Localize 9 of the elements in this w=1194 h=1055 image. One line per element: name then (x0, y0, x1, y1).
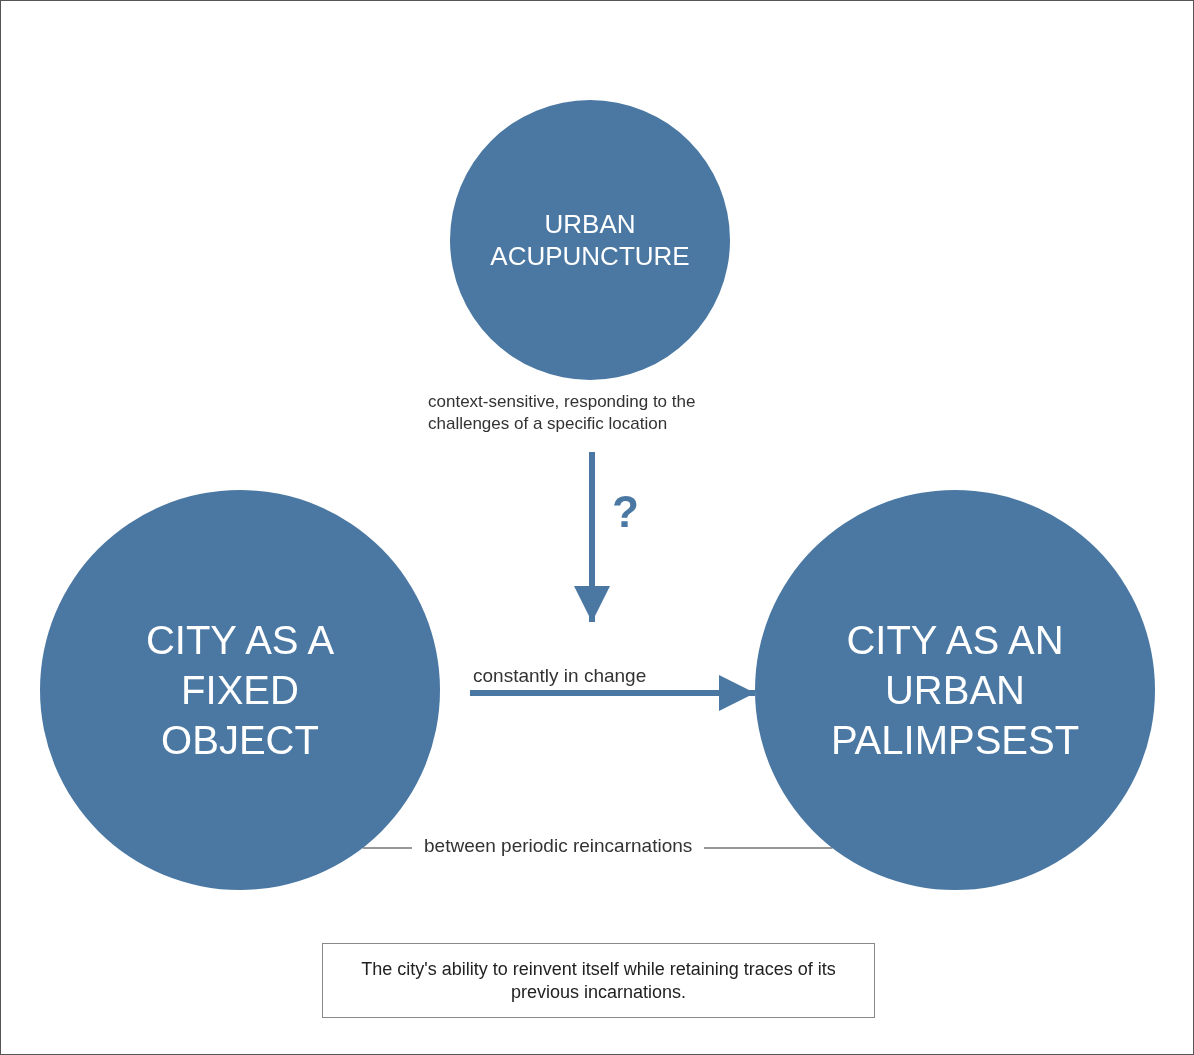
node-text: context-sensitive, responding to the challenges of a specific location (428, 390, 758, 436)
node-label: CITY AS AN URBAN PALIMPSEST (829, 617, 1081, 764)
node-label: URBAN ACUPUNCTURE (489, 207, 691, 273)
edge-label: between periodic reincarnations (412, 836, 705, 857)
node-label: CITY AS A FIXED OBJECT (144, 617, 336, 764)
note-box (322, 943, 875, 1018)
arrow (574, 452, 610, 622)
edge-label: constantly in change (473, 666, 647, 687)
note-text: The city's ability to reinvent itself while retaining traces of its previous incarnations. (360, 958, 837, 1003)
